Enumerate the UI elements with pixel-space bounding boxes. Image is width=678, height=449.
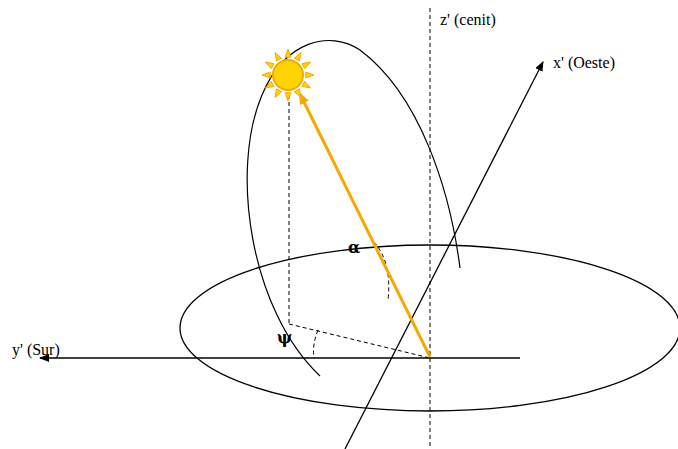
- axis-label: x' (Oeste): [553, 55, 615, 71]
- sun-ray: [265, 62, 274, 69]
- sun-vector: [300, 94, 430, 357]
- sun-ray: [294, 52, 301, 61]
- projection-line: [289, 95, 290, 324]
- sun-ray: [285, 49, 291, 57]
- sun-ray: [285, 93, 291, 101]
- sun-ray: [262, 72, 270, 78]
- projection-line: [289, 324, 430, 358]
- sun-ray: [306, 72, 314, 78]
- azimuth-arc: [314, 330, 319, 358]
- axis-label: y' (Sur): [12, 342, 60, 358]
- angle-label: ψ: [277, 330, 292, 346]
- horizon-ellipse: [180, 245, 678, 411]
- sun-ray: [294, 89, 301, 98]
- axis-label: z' (cenit): [440, 12, 496, 28]
- zenith-axis: [430, 8, 431, 449]
- angle-label: α: [348, 240, 360, 256]
- sun-ray: [275, 52, 282, 61]
- sun-path: [247, 40, 460, 376]
- south-axis: [40, 357, 520, 358]
- sun-ray: [265, 81, 274, 88]
- west-axis: [345, 62, 543, 449]
- sun-ray: [302, 62, 311, 69]
- sun-ray: [275, 89, 282, 98]
- sun-ray: [302, 81, 311, 88]
- sun-icon: [262, 49, 314, 101]
